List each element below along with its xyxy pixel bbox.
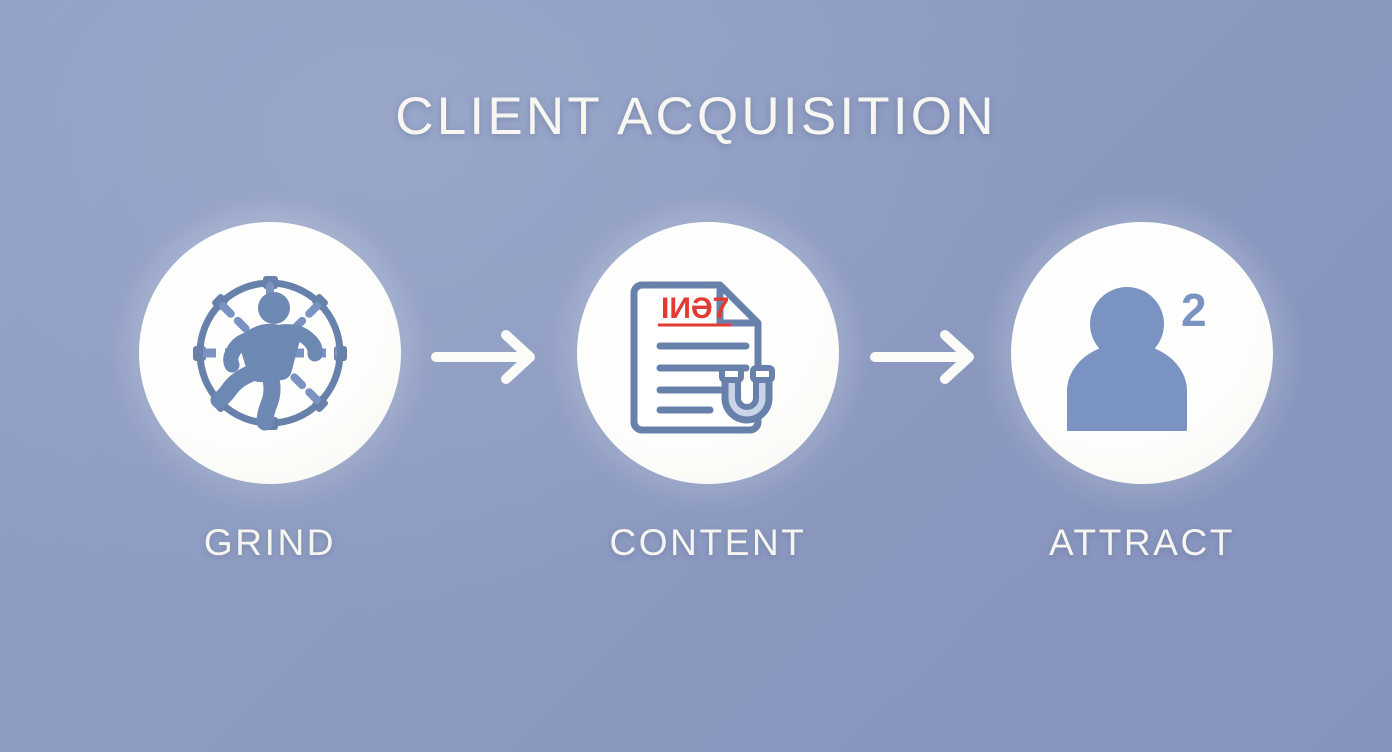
step-attract-circle: 2	[1011, 222, 1273, 484]
running-person-in-wheel-icon	[185, 268, 355, 438]
step-attract-label: ATTRACT	[1048, 522, 1236, 563]
step-grind-label: GRIND	[203, 522, 337, 563]
step-content-circle: IИƏ7	[577, 222, 839, 484]
user-badge-count: 2	[1181, 284, 1207, 336]
document-heading-text: IИƏ7	[661, 292, 729, 325]
step-content[interactable]: IИƏ7	[577, 222, 839, 563]
page-title: CLIENT ACQUISITION	[395, 87, 997, 146]
step-content-label: CONTENT	[609, 522, 807, 563]
arrow-right-icon-2	[869, 328, 989, 386]
step-grind-circle	[139, 222, 401, 484]
user-with-badge-icon: 2	[1057, 276, 1227, 431]
step-grind[interactable]: GRIND	[139, 222, 401, 563]
step-attract[interactable]: 2 ATTRACT	[1011, 222, 1273, 563]
document-with-magnet-icon: IИƏ7	[628, 271, 788, 436]
arrow-right-icon-1	[430, 328, 550, 386]
